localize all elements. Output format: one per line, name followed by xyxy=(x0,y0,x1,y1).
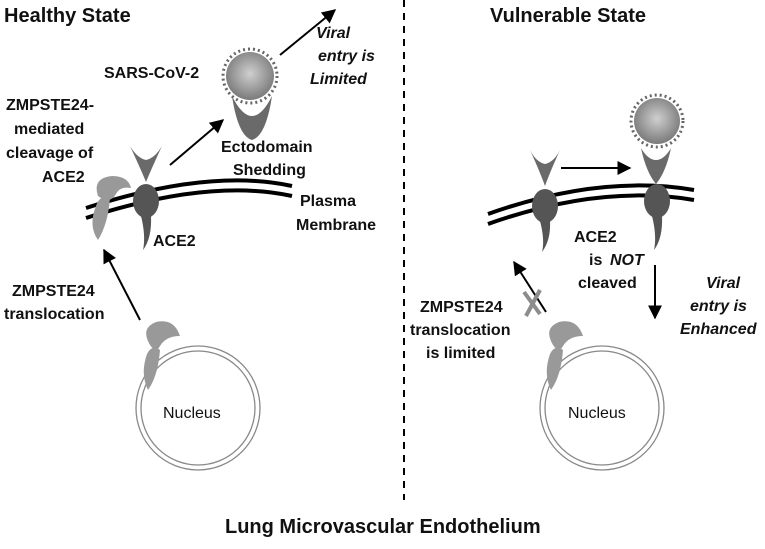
nucleus-left xyxy=(135,321,261,471)
blocked-x-icon xyxy=(522,289,542,317)
shed-ace2-ectodomain xyxy=(232,96,272,140)
ace2-receptor-left xyxy=(130,146,162,250)
cleavage-label: ZMPSTE24- mediated cleavage of ACE2 xyxy=(6,97,98,186)
viral-entry-arrow-left xyxy=(279,9,337,56)
nucleus-label-left: Nucleus xyxy=(163,405,221,422)
sars-cov-2-virus-right xyxy=(629,93,685,149)
healthy-title: Healthy State xyxy=(4,5,131,27)
nucleus-right xyxy=(539,321,665,471)
translocation-label-right: ZMPSTE24 translocation is limited xyxy=(410,299,515,362)
translocation-label-left: ZMPSTE24 translocation xyxy=(4,283,104,323)
membrane-label: Plasma Membrane xyxy=(296,193,376,234)
plasma-membrane-left xyxy=(85,178,293,220)
ace2-receptor-bound xyxy=(641,148,671,250)
shedding-arrow xyxy=(169,119,225,166)
footer-title: Lung Microvascular Endothelium xyxy=(225,516,541,538)
shedding-label: Ectodomain Shedding xyxy=(221,139,317,179)
ace2-not-cleaved-label: ACE2 is NOT cleaved xyxy=(574,229,648,292)
vulnerable-title: Vulnerable State xyxy=(490,5,646,27)
plasma-membrane-right xyxy=(487,183,695,226)
viral-entry-enhanced-label: Viral entry is Enhanced xyxy=(680,275,758,338)
sars-cov-2-virus-left xyxy=(221,47,279,105)
ace2-receptor-unbound xyxy=(530,150,560,252)
ace2-label: ACE2 xyxy=(153,233,196,250)
nucleus-label-right: Nucleus xyxy=(568,405,626,422)
translocation-arrow-left xyxy=(103,248,141,321)
viral-entry-limited-label: Viral entry is Limited xyxy=(310,25,379,88)
virus-label: SARS-CoV-2 xyxy=(104,65,199,82)
translocation-arrow-right xyxy=(513,260,547,313)
zmpste24-enzyme-membrane xyxy=(92,176,131,240)
